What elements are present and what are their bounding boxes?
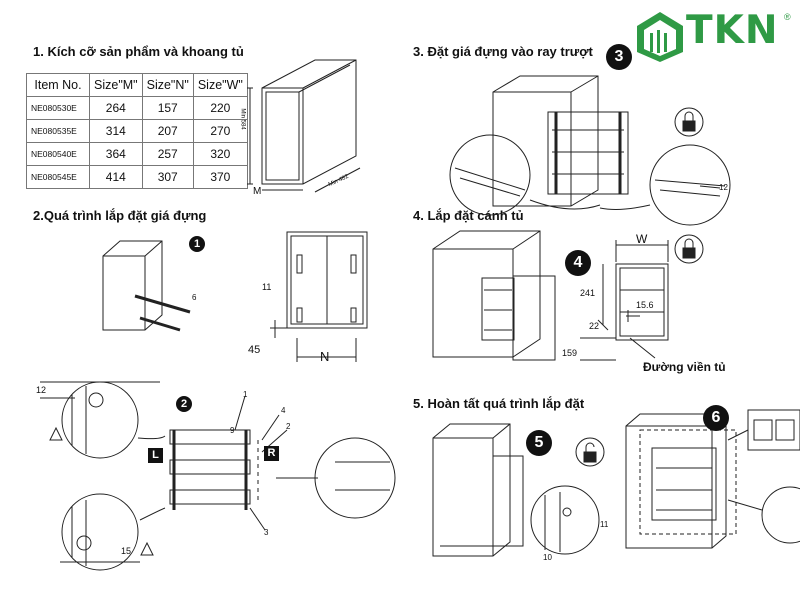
left-label: L [148,448,163,463]
step6-badge: 6 [703,405,729,431]
dim-159: 159 [562,348,578,358]
step5-badge: 5 [526,430,552,456]
callout-12: 12 [719,183,728,192]
section-4-title: 4. Lắp đặt cánh tủ [413,208,524,223]
cell: NE080540E [26,142,90,166]
cell: 207 [141,119,194,143]
step4-badge: 4 [565,250,591,276]
step5-drawing [432,409,800,557]
cabinet-box-drawing [247,59,361,193]
table-row: NE080540E 364 257 320 [26,142,248,166]
dim-22: 22 [589,321,600,331]
cell: NE080545E [26,165,90,189]
cabinet-width-label: M [253,186,262,197]
callout-10: 10 [543,553,552,562]
step2-cabinet-drawing [102,240,191,332]
cell: 370 [192,165,248,189]
cell: 257 [141,142,194,166]
col-w: Size"W" [192,73,248,97]
callout-9: 9 [230,426,235,435]
callout-11b: 11 [600,520,609,529]
table-row: NE080535E 314 207 270 [26,119,248,143]
cabinet-height-label: Min 584 [239,108,246,130]
step3-badge: 3 [606,44,632,70]
step2-badge-2: 2 [176,396,192,412]
dim-12: 12 [36,385,47,395]
cell: 264 [89,96,143,120]
callout-3: 3 [264,528,269,537]
cell: 414 [89,165,143,189]
callout-1: 1 [243,390,248,399]
dim-241: 241 [580,288,596,298]
step3-drawing [449,75,731,226]
callout-2: 2 [286,422,291,431]
col-item: Item No. [26,73,90,97]
warning-icons [49,426,154,556]
step2-front-view [270,231,368,362]
logo-text: TKN [686,8,779,53]
lock-icons [575,107,704,467]
cell: NE080535E [26,119,90,143]
cell: 364 [89,142,143,166]
cabinet-outline-caption: Đường viền tủ [643,360,726,374]
registered-mark: ® [784,12,791,22]
section-2-title: 2.Quá trình lắp đặt giá đựng [33,208,207,223]
section-5-title: 5. Hoàn tất quá trình lắp đặt [413,396,585,411]
dim-w: W [636,232,648,246]
right-label: R [264,446,279,461]
dim-45: 45 [248,344,261,356]
callout-11: 11 [262,282,272,292]
cell: 307 [141,165,194,189]
step4-drawing [432,230,669,361]
section-1-title: 1. Kích cỡ sản phẩm và khoang tủ [33,44,244,59]
size-table: Item No. Size"M" Size"N" Size"W" NE08053… [26,73,248,189]
table-row: NE080545E 414 307 370 [26,165,248,189]
step2-detail-drawings [40,381,396,571]
section-3-title: 3. Đặt giá đựng vào ray trượt [413,44,593,59]
dim-15: 15 [121,546,132,556]
step2-badge-1: 1 [189,236,205,252]
cell: 270 [192,119,248,143]
dim-15-6: 15.6 [636,300,654,310]
dim-n: N [320,349,330,364]
callout-6: 6 [192,293,197,302]
callout-4: 4 [281,406,286,415]
cell: 157 [141,96,194,120]
